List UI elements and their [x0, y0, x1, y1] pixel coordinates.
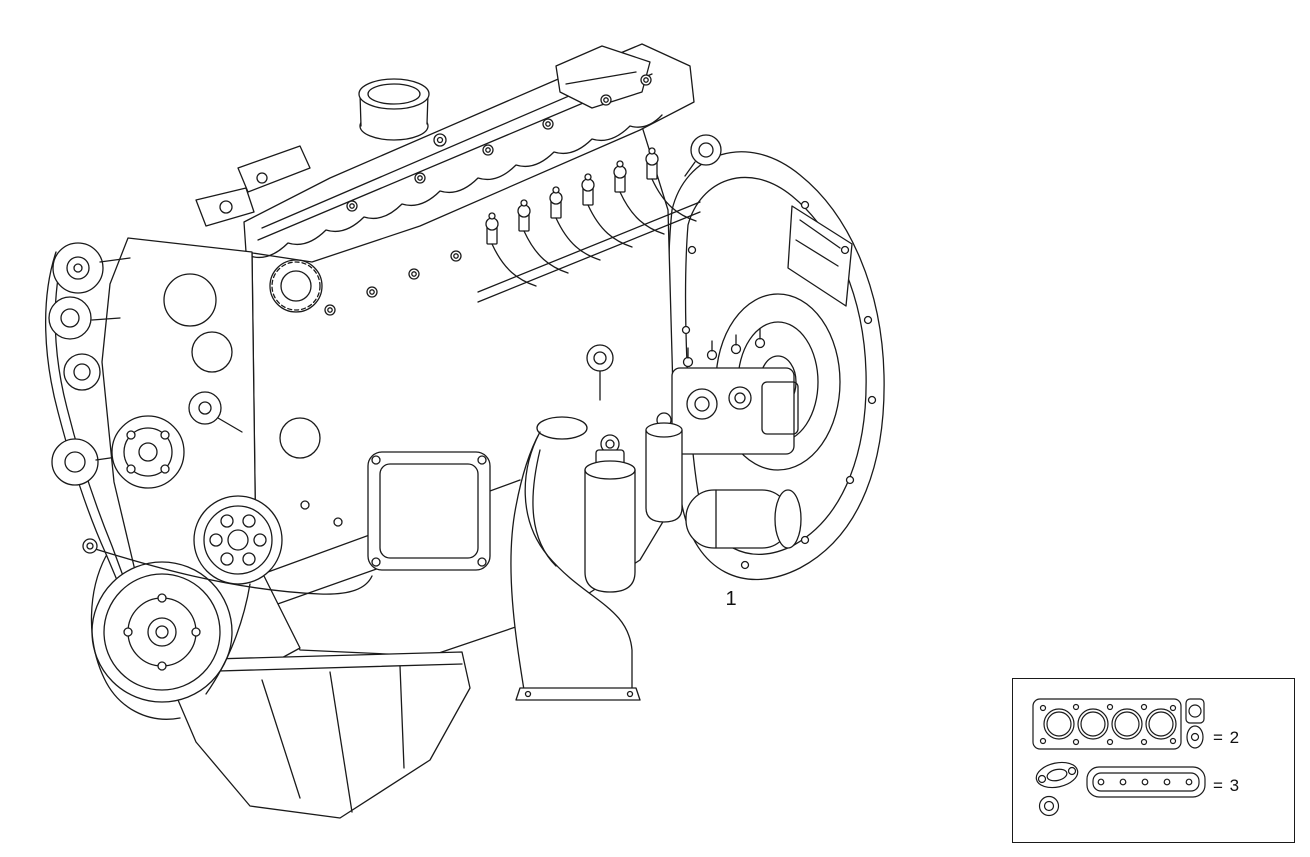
air-intake-stub	[358, 78, 430, 141]
starter-motor	[685, 489, 802, 549]
head-gasket-drawing	[1032, 698, 1205, 750]
legend-label-3: = 3	[1213, 776, 1241, 795]
valve-cover	[195, 43, 722, 313]
injection-pump-cluster	[671, 328, 799, 455]
exhaust-downpipe	[510, 416, 641, 701]
fuel-filters	[584, 412, 683, 593]
cylinder-block	[251, 117, 677, 657]
oil-sump	[177, 651, 471, 819]
gasket-legend-box: = 2 = 3	[1012, 678, 1295, 843]
crank-pulley	[90, 555, 251, 720]
legend-label-2: = 2	[1213, 728, 1241, 747]
fuel-injection-rail	[477, 147, 701, 401]
dipstick	[82, 538, 373, 595]
gasket-kit-drawing	[1032, 698, 1206, 817]
callout-part-1: 1	[725, 588, 737, 610]
lower-gasket-drawing	[1035, 761, 1206, 817]
